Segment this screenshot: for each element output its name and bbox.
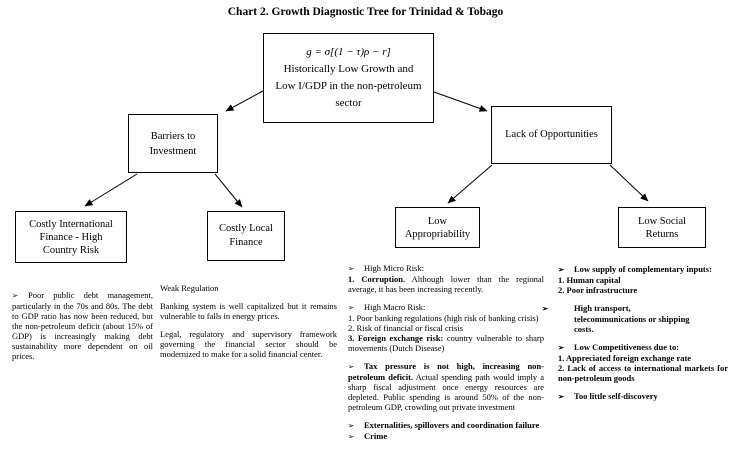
note-text: 2. Poor infrastructure (558, 285, 638, 295)
note-paragraph: ➢ Externalities, spillovers and coordinat… (348, 420, 544, 431)
note-paragraph: ➢ Low supply of complementary inputs: (558, 264, 728, 275)
notes-international-finance: ➢Poor public debt management, particular… (12, 290, 153, 361)
node-costly-local-finance: Costly Local Finance (207, 211, 285, 261)
notes-low-social-returns: ➢ Low supply of complementary inputs:1. H… (542, 264, 728, 402)
node-label: Costly Local Finance (219, 223, 273, 248)
arrow-bullet-icon: ➢ (348, 421, 355, 430)
note-paragraph: Banking system is well capitalized but i… (160, 301, 337, 321)
note-text: 2. Risk of financial or fiscal crisis (348, 323, 463, 333)
note-paragraph: 2. Poor infrastructure (558, 285, 728, 295)
note-text: Although lower than the regional average… (348, 274, 544, 294)
node-label: Costly International Finance - High Coun… (29, 218, 113, 256)
note-paragraph: 1. Corruption. Although lower than the r… (348, 274, 544, 294)
node-root: g = σ[(1 − τ)ρ − r] Historically Low Gro… (263, 33, 434, 123)
note-text: Legal, regulatory and supervisory framew… (160, 329, 337, 359)
note-paragraph: ➢ Too little self-discovery (558, 391, 728, 402)
arrow-barriers-to-local (214, 173, 243, 208)
node-label: Low Social Returns (637, 215, 687, 240)
node-low-appropriability: Low Appropriability (395, 207, 480, 248)
note-text: 3. Foreign exchange risk: (348, 333, 444, 343)
note-text: Poor public debt management, particularl… (12, 290, 153, 361)
note-paragraph: 1. Appreciated foreign exchange rate (558, 353, 728, 363)
note-text: Low supply of complementary inputs: (574, 264, 712, 274)
arrow-bullet-icon: ➢ (558, 392, 565, 401)
node-label: Low Appropriability (404, 215, 471, 240)
note-paragraph: 1. Human capital (558, 275, 728, 285)
arrow-barriers-to-international (84, 173, 138, 207)
note-text: country vulnerable to sharp movements (D… (348, 333, 544, 353)
note-paragraph: 2. Risk of financial or fiscal crisis (348, 323, 544, 333)
arrow-root-to-barriers (225, 90, 264, 112)
node-label: Barriers to Investment (149, 130, 197, 157)
node-barriers-to-investment: Barriers to Investment (128, 114, 218, 173)
note-text: 1. Human capital (558, 275, 621, 285)
note-paragraph: Legal, regulatory and supervisory framew… (160, 329, 337, 359)
note-paragraph: ➢ High Macro Risk: (348, 302, 544, 313)
note-paragraph: ➢ High Micro Risk: (348, 263, 544, 274)
note-paragraph: 3. Foreign exchange risk: country vulner… (348, 333, 544, 353)
note-text: Banking system is well capitalized but i… (160, 301, 337, 321)
arrow-opportunities-to-appropriability (447, 164, 493, 204)
note-text: costs. (574, 324, 594, 334)
arrow-opportunities-to-social (609, 164, 649, 202)
arrow-bullet-icon: ➢ (348, 303, 355, 312)
note-paragraph: ➢ Low Competitiveness due to: (558, 342, 728, 353)
chart-title: Chart 2. Growth Diagnostic Tree for Trin… (227, 6, 504, 18)
arrow-bullet-icon: ➢ (348, 432, 355, 441)
arrow-bullet-icon: ➢ (12, 291, 19, 300)
note-text: Too little self-discovery (574, 391, 658, 401)
note-paragraph: 2. Lack of access to international marke… (558, 363, 728, 383)
note-paragraph: ➢Poor public debt management, particular… (12, 290, 153, 361)
node-label: Lack of Opportunities (505, 129, 598, 140)
root-label-line3: sector (335, 97, 362, 109)
arrow-bullet-icon: ➢ (558, 265, 565, 274)
arrow-bullet-icon: ➢ (348, 362, 355, 371)
notes-low-appropriability: ➢ High Micro Risk:1. Corruption. Although… (348, 263, 544, 442)
note-text: High Macro Risk: (364, 302, 426, 312)
note-paragraph: ➢Tax pressure is not high, increasing no… (348, 361, 544, 412)
note-paragraph: Weak Regulation (160, 283, 337, 293)
growth-formula: g = σ[(1 − τ)ρ − r] (306, 46, 391, 58)
arrow-bullet-icon: ➢ (348, 264, 355, 273)
node-low-social-returns: Low Social Returns (618, 207, 706, 248)
arrow-bullet-icon: ➢ (558, 343, 565, 352)
note-paragraph: ➢ High transport,telecommunications or sh… (542, 303, 728, 334)
note-text: Externalities, spillovers and coordinati… (364, 420, 540, 430)
note-text: Actual spending path would imply a sharp… (348, 372, 544, 412)
note-text: High transport, (574, 303, 631, 313)
note-text: 1. Appreciated foreign exchange rate (558, 353, 692, 363)
note-paragraph: ➢ Crime (348, 431, 544, 442)
note-text: telecommunications or shipping (574, 314, 690, 324)
note-text: High Micro Risk: (364, 263, 424, 273)
arrow-root-to-opportunities (433, 91, 488, 112)
note-text: Tax pressure is not high, increasing non… (348, 361, 544, 382)
note-text: Crime (364, 431, 388, 441)
note-text: 1. Poor banking regulations (high risk o… (348, 313, 539, 323)
root-label-line2: Low I/GDP in the non-petroleum (275, 80, 422, 92)
arrow-bullet-icon: ➢ (542, 304, 549, 313)
note-text: Weak Regulation (160, 283, 219, 293)
node-lack-of-opportunities: Lack of Opportunities (491, 106, 612, 164)
note-text: 1. Corruption. (348, 274, 406, 284)
note-text: Low Competitiveness due to: (574, 342, 680, 352)
note-paragraph: 1. Poor banking regulations (high risk o… (348, 313, 544, 323)
root-label-line1: Historically Low Growth and (283, 63, 414, 75)
note-text: 2. Lack of access to international marke… (558, 363, 728, 383)
node-costly-international-finance: Costly International Finance - High Coun… (15, 211, 127, 263)
